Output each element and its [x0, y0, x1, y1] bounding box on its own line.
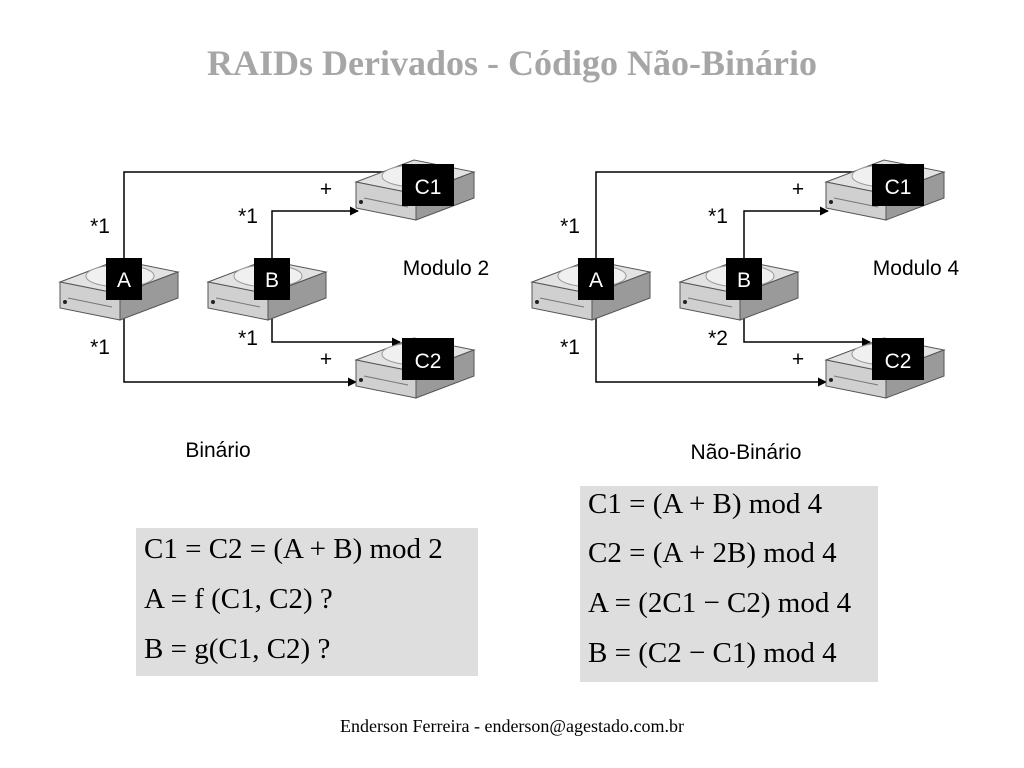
non-binary-formulas: C1 = (A + B) mod 4 C2 = (A + 2B) mod 4 A…: [580, 486, 878, 682]
arrow-b-to-c1: [271, 206, 359, 258]
plus-bottom: +: [320, 348, 332, 371]
formula-line: C1 = (A + B) mod 4: [588, 488, 823, 520]
caption-non-binary: Não-Binário: [691, 441, 802, 464]
formula-line: B = (C2 − C1) mod 4: [588, 637, 837, 669]
plus-top: +: [320, 178, 332, 201]
arrow-b-to-c1: [743, 206, 829, 258]
disk-a: A: [59, 258, 179, 321]
disk-c2-label: C2: [415, 350, 442, 373]
formula-line: A = f (C1, C2) ?: [144, 583, 333, 615]
disk-b-label: B: [265, 269, 279, 292]
formula-line: C2 = (A + 2B) mod 4: [588, 537, 837, 569]
modulo-label: Modulo 2: [403, 257, 489, 280]
arrow-b-to-c2: [271, 312, 401, 347]
disk-b: B: [679, 258, 799, 321]
coef-b-top: *1: [708, 205, 728, 228]
footer-author: Enderson Ferreira - enderson@agestado.co…: [340, 716, 684, 736]
plus-top: +: [792, 178, 804, 201]
disk-c1: C1: [355, 159, 475, 221]
disk-c2: C2: [355, 337, 475, 399]
arrow-a-to-c2: [123, 315, 357, 387]
caption-binary: Binário: [185, 439, 250, 462]
coef-b-bottom: *2: [708, 327, 728, 350]
slide-title: RAIDs Derivados - Código Não-Binário: [206, 43, 817, 83]
coef-a-bottom: *1: [560, 336, 580, 359]
binary-diagram: A B C1 C2 *1 *1 *1 *1 + + Modulo 2 Binár…: [59, 159, 489, 462]
disk-a-label: A: [589, 269, 603, 292]
disk-c2-label: C2: [885, 350, 912, 373]
disk-a-label: A: [117, 269, 131, 292]
disk-c1-label: C1: [885, 176, 912, 199]
formula-line: A = (2C1 − C2) mod 4: [588, 587, 852, 619]
disk-c1-label: C1: [415, 176, 442, 199]
arrow-a-to-c1: [595, 167, 871, 262]
disk-c2: C2: [825, 337, 945, 399]
arrow-a-to-c2: [595, 315, 827, 387]
non-binary-diagram: A B C1 C2 *1 *1 *1 *2 + + Modulo 4 Não-B…: [531, 159, 960, 464]
coef-a-bottom: *1: [90, 336, 110, 359]
plus-bottom: +: [792, 348, 804, 371]
modulo-label: Modulo 4: [873, 257, 960, 280]
disk-a: A: [531, 258, 651, 321]
arrow-b-to-c2: [743, 312, 871, 347]
coef-a-top: *1: [560, 215, 580, 238]
disk-b-label: B: [737, 269, 751, 292]
coef-b-bottom: *1: [238, 327, 258, 350]
formula-line: B = g(C1, C2) ?: [144, 633, 331, 665]
arrow-a-to-c1: [123, 167, 401, 262]
formula-line: C1 = C2 = (A + B) mod 2: [144, 533, 443, 565]
binary-formulas: C1 = C2 = (A + B) mod 2 A = f (C1, C2) ?…: [136, 528, 478, 676]
disk-b: B: [207, 258, 327, 321]
coef-b-top: *1: [238, 205, 258, 228]
disk-c1: C1: [825, 159, 945, 221]
coef-a-top: *1: [90, 215, 110, 238]
